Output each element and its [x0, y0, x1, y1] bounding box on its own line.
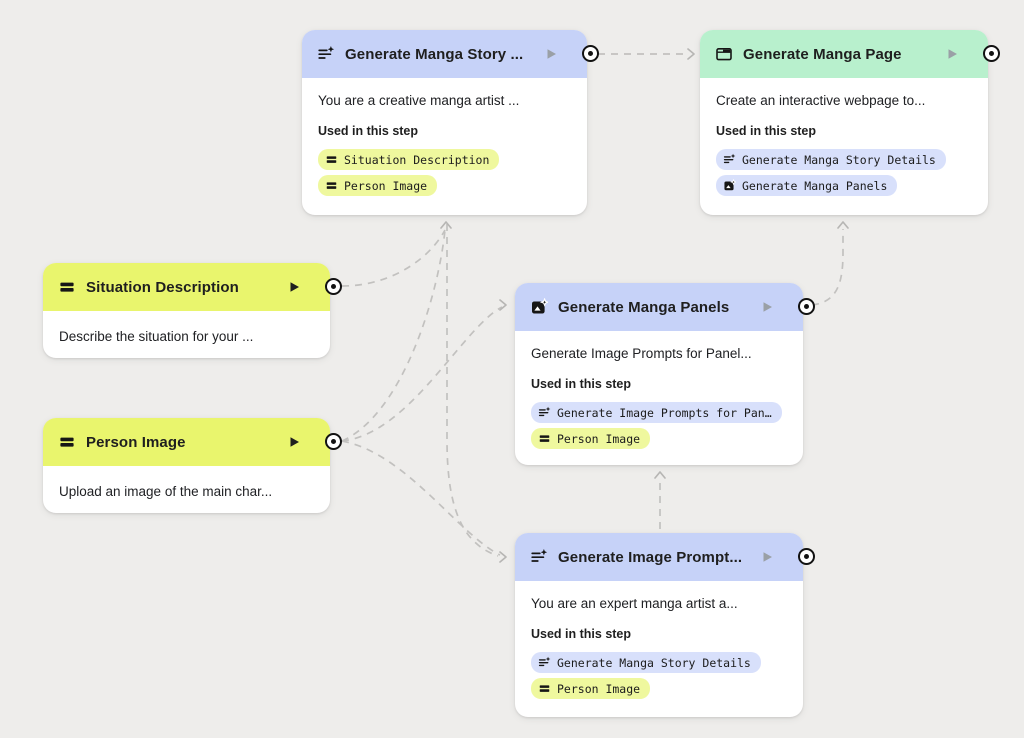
- text-input-icon: [58, 433, 76, 451]
- chip-generate-image-prompts[interactable]: Generate Image Prompts for Pan…: [531, 402, 782, 423]
- node-generate-manga-panels[interactable]: Generate Manga Panels Generate Image Pro…: [515, 283, 815, 465]
- chip-person-image[interactable]: Person Image: [531, 428, 651, 449]
- edge-person-to-imageprompts: [341, 440, 501, 556]
- node-title: Generate Image Prompt...: [558, 548, 743, 566]
- node-description: Describe the situation for your ...: [59, 329, 254, 344]
- chip-label: Generate Manga Story Details: [742, 152, 936, 167]
- node-situation-description[interactable]: Situation Description Describe the situa…: [43, 263, 342, 358]
- output-port[interactable]: [798, 548, 815, 565]
- edge-person-to-panels: [341, 306, 503, 442]
- node-header[interactable]: Person Image: [43, 418, 330, 466]
- node-generate-image-prompts[interactable]: Generate Image Prompt... You are an expe…: [515, 533, 815, 717]
- node-generate-manga-story[interactable]: Generate Manga Story ... You are a creat…: [302, 30, 599, 215]
- chip-label: Person Image: [344, 178, 428, 193]
- used-in-step-label: Used in this step: [716, 124, 817, 138]
- node-description: Create an interactive webpage to...: [716, 93, 926, 108]
- output-port[interactable]: [325, 278, 342, 295]
- image-gen-icon: [723, 179, 736, 192]
- prompt-icon: [317, 45, 335, 63]
- arrowhead-into-imageprompts-left: [499, 551, 507, 563]
- run-node-button[interactable]: [289, 436, 300, 448]
- chip-generate-manga-panels[interactable]: Generate Manga Panels: [716, 175, 898, 196]
- prompt-icon: [723, 153, 736, 166]
- arrowhead-into-panels-left: [499, 299, 507, 311]
- run-node-button[interactable]: [947, 48, 958, 60]
- node-description: Upload an image of the main char...: [59, 484, 273, 499]
- edge-person-to-story: [341, 229, 446, 442]
- chip-label: Generate Image Prompts for Pan…: [557, 405, 772, 420]
- chip-generate-manga-story-details[interactable]: Generate Manga Story Details: [716, 149, 946, 170]
- node-header[interactable]: Generate Manga Story ...: [302, 30, 587, 78]
- text-input-icon: [538, 682, 551, 695]
- run-node-button[interactable]: [546, 48, 557, 60]
- prompt-icon: [538, 406, 551, 419]
- output-port[interactable]: [325, 433, 342, 450]
- run-node-button[interactable]: [762, 551, 773, 563]
- node-header[interactable]: Situation Description: [43, 263, 330, 311]
- arrowhead-into-page-left: [687, 48, 695, 60]
- node-description: You are an expert manga artist a...: [531, 596, 738, 611]
- chip-generate-manga-story-details[interactable]: Generate Manga Story Details: [531, 652, 761, 673]
- node-title: Situation Description: [86, 278, 239, 296]
- run-node-button[interactable]: [289, 281, 300, 293]
- edge-situation-to-story: [341, 229, 446, 287]
- chip-label: Situation Description: [344, 152, 490, 167]
- edge-story-to-imageprompts: [446, 224, 499, 557]
- used-in-step-label: Used in this step: [531, 627, 632, 641]
- chip-label: Generate Manga Story Details: [557, 655, 751, 670]
- used-in-step-label: Used in this step: [531, 377, 632, 391]
- chip-label: Person Image: [557, 431, 641, 446]
- node-generate-manga-page[interactable]: Generate Manga Page Create an interactiv…: [700, 30, 1000, 215]
- node-title: Person Image: [86, 433, 186, 451]
- output-port[interactable]: [582, 45, 599, 62]
- text-input-icon: [538, 432, 551, 445]
- chip-person-image[interactable]: Person Image: [531, 678, 651, 699]
- text-input-icon: [58, 278, 76, 296]
- text-input-icon: [325, 153, 338, 166]
- node-person-image[interactable]: Person Image Upload an image of the main…: [43, 418, 342, 513]
- output-port[interactable]: [798, 298, 815, 315]
- node-header[interactable]: Generate Manga Panels: [515, 283, 803, 331]
- node-description: Generate Image Prompts for Panel...: [531, 346, 752, 361]
- output-port[interactable]: [983, 45, 1000, 62]
- chip-situation-description[interactable]: Situation Description: [318, 149, 500, 170]
- node-title: Generate Manga Page: [743, 45, 902, 63]
- chip-person-image[interactable]: Person Image: [318, 175, 438, 196]
- arrowhead-into-story-bottom: [440, 221, 452, 229]
- node-title: Generate Manga Story ...: [345, 45, 524, 63]
- node-title: Generate Manga Panels: [558, 298, 730, 316]
- arrowhead-into-page-bottom: [837, 221, 849, 229]
- used-in-step-label: Used in this step: [318, 124, 419, 138]
- prompt-icon: [538, 656, 551, 669]
- chip-label: Generate Manga Panels: [742, 178, 888, 193]
- chip-label: Person Image: [557, 681, 641, 696]
- node-description: You are a creative manga artist ...: [318, 93, 520, 108]
- edge-panels-to-page: [811, 229, 844, 306]
- node-header[interactable]: Generate Image Prompt...: [515, 533, 803, 581]
- prompt-icon: [530, 548, 548, 566]
- arrowhead-into-panels-bottom: [654, 471, 666, 479]
- image-gen-icon: [530, 298, 548, 316]
- webpage-icon: [715, 45, 733, 63]
- node-header[interactable]: Generate Manga Page: [700, 30, 988, 78]
- run-node-button[interactable]: [762, 301, 773, 313]
- text-input-icon: [325, 179, 338, 192]
